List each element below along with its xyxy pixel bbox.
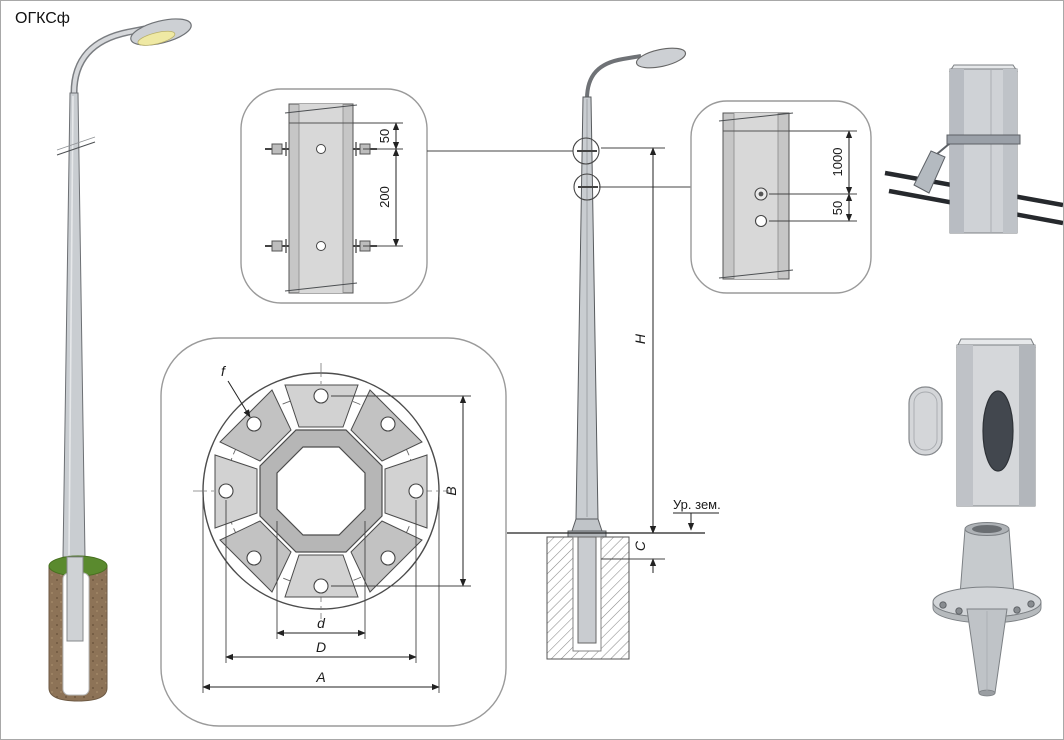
clamp-detail-callout: 50 200 <box>240 88 428 304</box>
base-cup <box>959 528 1015 596</box>
embedded-pole-section <box>577 536 597 644</box>
dim-label-D: D <box>316 639 326 655</box>
break-mark <box>718 269 794 279</box>
hole-leader <box>227 380 251 418</box>
break-mark <box>718 112 794 122</box>
dim-label-1000: 1000 <box>830 148 845 177</box>
dim-label-200: 200 <box>377 186 392 208</box>
access-door-render <box>908 338 1036 507</box>
lamp-lens <box>137 30 176 46</box>
flange-bolt-holes <box>218 388 424 594</box>
dim-label-H: H <box>632 333 648 344</box>
page-title: ОГКСф <box>15 10 70 27</box>
tube-opening <box>972 525 1002 533</box>
dim-label-A: A <box>315 669 325 685</box>
access-opening <box>982 390 1014 472</box>
cable-attachment-render <box>884 64 1063 234</box>
pole-shaft <box>62 92 86 558</box>
elevation-drawing: Ур. зем. H C <box>427 47 721 660</box>
hole-detail-callout: 1000 50 <box>690 100 872 294</box>
lamp-head <box>635 47 687 69</box>
foundation-render <box>48 555 108 702</box>
flange-detail-callout: f B d D A <box>160 337 507 727</box>
access-door-cover <box>908 386 943 456</box>
detail-marker-lower <box>573 173 601 201</box>
bolt-hole <box>316 144 326 154</box>
dim-label-50: 50 <box>377 129 392 143</box>
dim-label-50: 50 <box>830 201 845 215</box>
clamp-bolt-row-lower <box>265 239 377 253</box>
base-flange-plate <box>567 530 607 538</box>
clamp-band <box>946 134 1021 145</box>
break-mark <box>284 104 358 114</box>
dim-label-d: d <box>317 615 326 631</box>
break-mark <box>284 282 358 292</box>
dim-label-B: B <box>443 486 459 495</box>
ground-level-label: Ур. зем. <box>673 497 721 512</box>
hole <box>754 214 768 228</box>
flange-base-render <box>932 522 1042 697</box>
dim-label-C: C <box>632 540 648 551</box>
pole-base-flare <box>571 518 603 532</box>
pole-render-left <box>48 18 192 702</box>
break-mark <box>56 141 96 156</box>
bolt-hole <box>316 241 326 251</box>
detail-marker-upper <box>572 137 600 165</box>
anchor-wedge-clamp <box>913 150 946 194</box>
lamp-arm <box>585 54 642 100</box>
embedded-pole-section <box>66 556 84 642</box>
pole-octagon-hole <box>276 446 366 536</box>
hole-dia-label: f <box>221 363 227 379</box>
clamp-bolt-row-upper <box>265 142 377 156</box>
lamp-head <box>130 18 192 46</box>
